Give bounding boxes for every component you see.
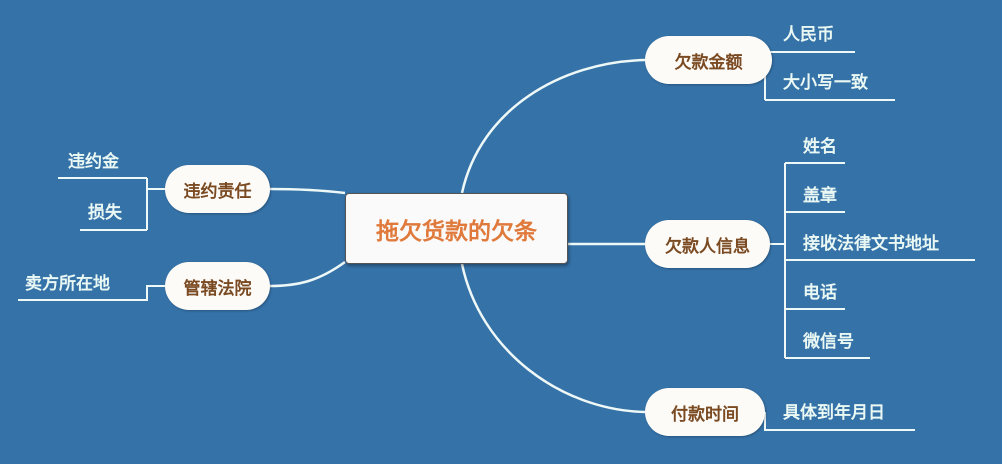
branch-label: 欠款人信息 <box>665 236 750 257</box>
branch-label: 违约责任 <box>183 181 252 202</box>
leaf-rmb[interactable]: 人民币 <box>783 25 834 45</box>
leaf-legal-address[interactable]: 接收法律文书地址 <box>803 234 939 254</box>
root-node[interactable]: 拖欠货款的欠条 <box>345 193 568 264</box>
branch-label: 管辖法院 <box>183 278 252 299</box>
branch-court[interactable]: 管辖法院 <box>165 262 270 310</box>
leaf-seal[interactable]: 盖章 <box>803 186 837 206</box>
leaf-seller-location[interactable]: 卖方所在地 <box>25 274 110 294</box>
connector-root-liability <box>269 187 346 195</box>
bracket-time <box>764 412 915 431</box>
leaf-name[interactable]: 姓名 <box>803 137 837 157</box>
leaf-case-consistent[interactable]: 大小写一致 <box>783 73 868 93</box>
branch-payment-time[interactable]: 付款时间 <box>645 388 765 436</box>
branch-debtor-info[interactable]: 欠款人信息 <box>645 220 770 268</box>
branch-label: 付款时间 <box>671 404 739 425</box>
bracket-court <box>18 285 165 301</box>
root-label: 拖欠货款的欠条 <box>376 218 537 245</box>
branch-liability[interactable]: 违约责任 <box>165 165 270 213</box>
connector-root-court <box>269 260 346 288</box>
connector-root-time <box>460 263 646 414</box>
leaf-wechat[interactable]: 微信号 <box>803 332 854 352</box>
bracket-debtor <box>770 162 975 359</box>
leaf-exact-date[interactable]: 具体到年月日 <box>783 403 885 423</box>
connector-root-amount <box>460 58 646 194</box>
leaf-penalty[interactable]: 违约金 <box>68 152 119 172</box>
branch-amount[interactable]: 欠款金额 <box>645 36 772 84</box>
leaf-phone[interactable]: 电话 <box>803 283 837 303</box>
branch-label: 欠款金额 <box>674 52 743 73</box>
bracket-liability <box>58 177 165 231</box>
leaf-loss[interactable]: 损失 <box>88 203 122 223</box>
